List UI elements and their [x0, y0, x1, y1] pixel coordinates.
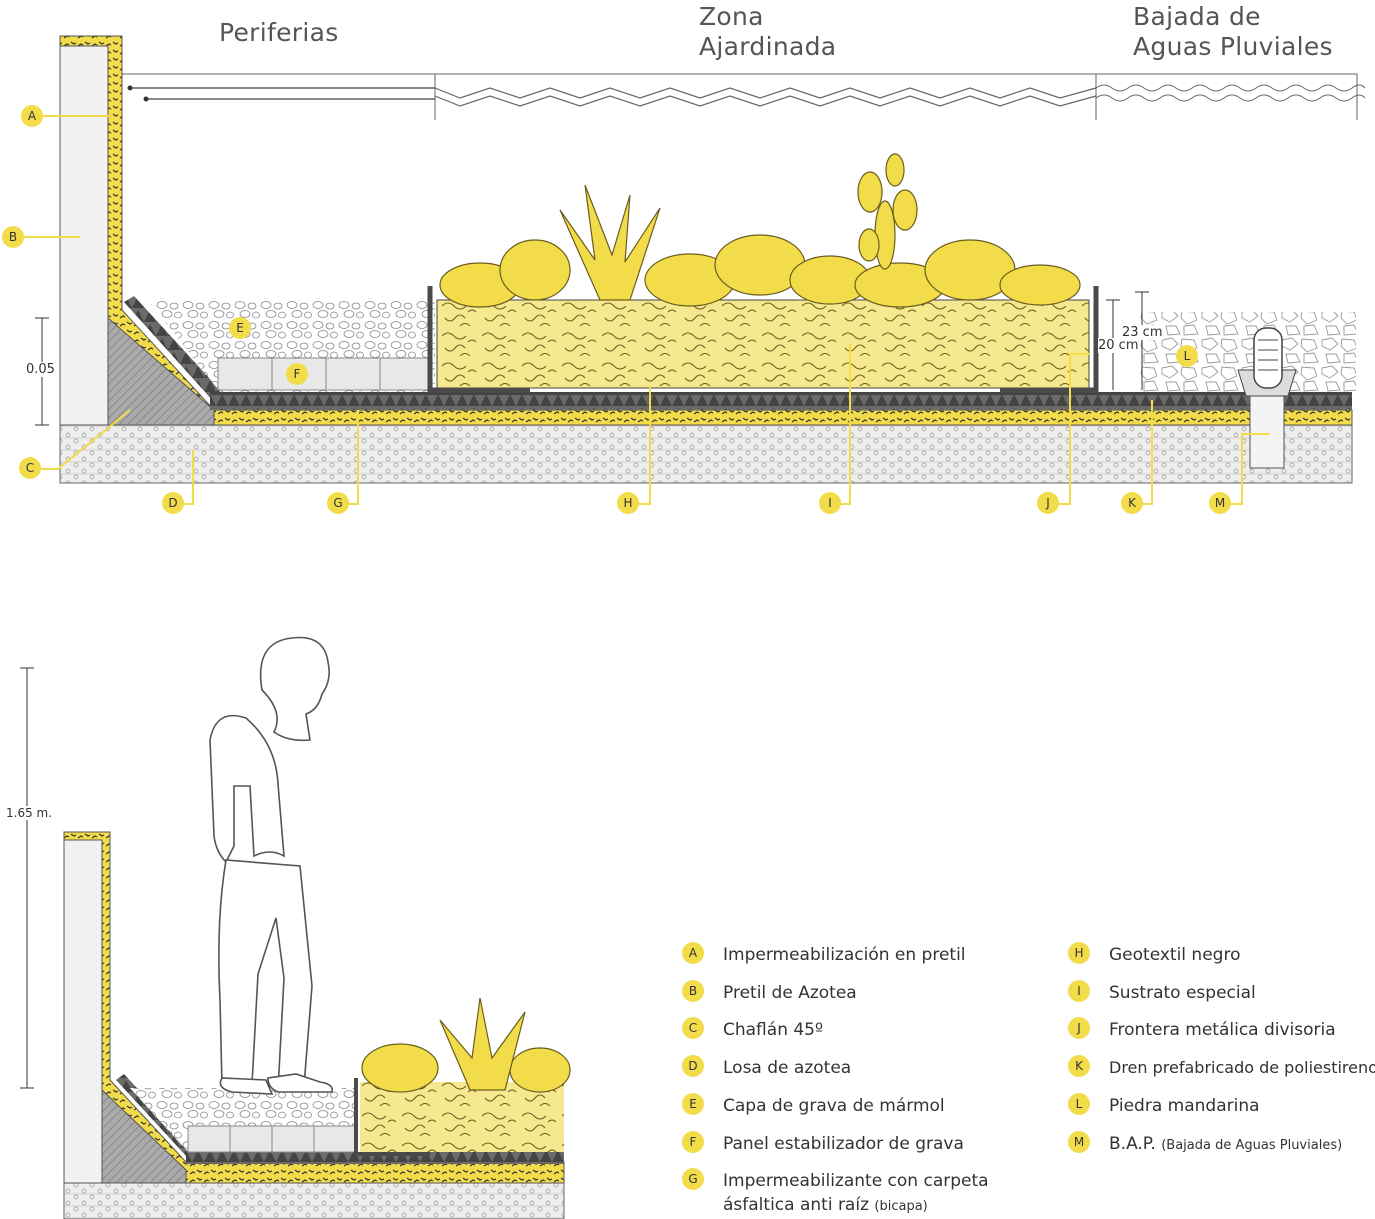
- legend-item-f: F Panel estabilizador de grava: [682, 1131, 964, 1156]
- legend-item-j: J Frontera metálica divisoria: [1068, 1017, 1336, 1042]
- legend-item-d: D Losa de azotea: [682, 1055, 852, 1080]
- bottom-section: [20, 636, 571, 1219]
- marker-g: G: [327, 492, 349, 514]
- marker-l: L: [1176, 345, 1198, 367]
- legend-item-b: B Pretil de Azotea: [682, 980, 857, 1005]
- legend-label-i: Sustrato especial: [1109, 983, 1256, 1003]
- legend-item-l: L Piedra mandarina: [1068, 1093, 1260, 1118]
- gravel-panel: [217, 357, 433, 391]
- legend-note-g: (bicapa): [874, 1199, 928, 1214]
- legend-label-e: Capa de grava de mármol: [723, 1096, 945, 1116]
- marker-h: H: [617, 492, 639, 514]
- legend-label-d: Losa de azotea: [723, 1058, 852, 1078]
- legend-label-f: Panel estabilizador de grava: [723, 1134, 964, 1154]
- legend-badge-l: L: [1068, 1093, 1090, 1115]
- legend-item-c: C Chaflán 45º: [682, 1017, 824, 1042]
- zone-title-zona-line1: Zona: [699, 2, 764, 31]
- legend-item-h: H Geotextil negro: [1068, 942, 1241, 967]
- legend-label-m: B.A.P. (Bajada de Aguas Pluviales): [1109, 1132, 1342, 1158]
- marker-m: M: [1209, 492, 1231, 514]
- legend-badge-a: A: [682, 942, 704, 964]
- legend-label-b: Pretil de Azotea: [723, 983, 857, 1003]
- legend-label-g-line2-text: ásfaltica anti raíz: [723, 1195, 869, 1215]
- marker-i: I: [819, 492, 841, 514]
- legend-badge-i: I: [1068, 980, 1090, 1002]
- legend-badge-f: F: [682, 1131, 704, 1153]
- zone-title-bajada-line1: Bajada de: [1133, 2, 1261, 31]
- legend-item-a: A Impermeabilización en pretil: [682, 942, 966, 967]
- legend-label-m-text: B.A.P.: [1109, 1134, 1156, 1154]
- legend-badge-m: M: [1068, 1131, 1090, 1153]
- top-section: [35, 35, 1356, 484]
- legend-label-l: Piedra mandarina: [1109, 1096, 1260, 1116]
- marker-j: J: [1037, 492, 1059, 514]
- legend-label-g: Impermeabilizante con carpeta ásfaltica …: [723, 1169, 989, 1219]
- marker-f: F: [286, 363, 308, 385]
- legend-badge-d: D: [682, 1055, 704, 1077]
- person-scale-figure: [209, 636, 334, 1095]
- marker-b: B: [2, 226, 24, 248]
- legend-label-h: Geotextil negro: [1109, 945, 1241, 965]
- legend-label-k: Dren prefabricado de poliestireno: [1109, 1058, 1375, 1077]
- legend-label-c: Chaflán 45º: [723, 1020, 824, 1040]
- bap-drain: [1237, 327, 1297, 469]
- legend-item-i: I Sustrato especial: [1068, 980, 1256, 1005]
- legend-item-e: E Capa de grava de mármol: [682, 1093, 945, 1118]
- marker-e: E: [229, 317, 251, 339]
- zone-lines: [118, 73, 1366, 120]
- leader-lines: [22, 115, 1270, 505]
- legend-item-k: K Dren prefabricado de poliestireno: [1068, 1055, 1375, 1080]
- legend-badge-b: B: [682, 980, 704, 1002]
- dimension-20cm: 20 cm: [1098, 338, 1139, 353]
- legend-badge-c: C: [682, 1017, 704, 1039]
- legend-label-g-line1: Impermeabilizante con carpeta: [723, 1171, 989, 1191]
- legend-badge-e: E: [682, 1093, 704, 1115]
- legend-note-m: (Bajada de Aguas Pluviales): [1161, 1138, 1343, 1153]
- legend-label-g-line2: ásfaltica anti raíz (bicapa): [723, 1193, 989, 1219]
- zone-title-bajada-line2: Aguas Pluviales: [1133, 32, 1333, 61]
- legend-badge-k: K: [1068, 1055, 1090, 1077]
- marker-k: K: [1121, 492, 1143, 514]
- marker-a: A: [21, 105, 43, 127]
- marker-d: D: [162, 492, 184, 514]
- legend-badge-g: G: [682, 1168, 704, 1190]
- zone-title-periferias: Periferias: [219, 18, 339, 47]
- zone-title-zona-line2: Ajardinada: [699, 32, 837, 61]
- marker-c: C: [19, 457, 41, 479]
- legend-label-a: Impermeabilización en pretil: [723, 945, 966, 965]
- legend-badge-j: J: [1068, 1017, 1090, 1039]
- dimension-parapet: 0.05: [24, 362, 57, 377]
- legend-item-m: M B.A.P. (Bajada de Aguas Pluviales): [1068, 1131, 1342, 1158]
- legend-label-j: Frontera metálica divisoria: [1109, 1020, 1336, 1040]
- dimension-23cm: 23 cm: [1122, 325, 1163, 340]
- legend-badge-h: H: [1068, 942, 1090, 964]
- legend-item-g: G Impermeabilizante con carpeta ásfaltic…: [682, 1168, 989, 1219]
- succulent-plants: [439, 153, 1081, 308]
- dimension-person-height: 1.65 m.: [6, 806, 53, 820]
